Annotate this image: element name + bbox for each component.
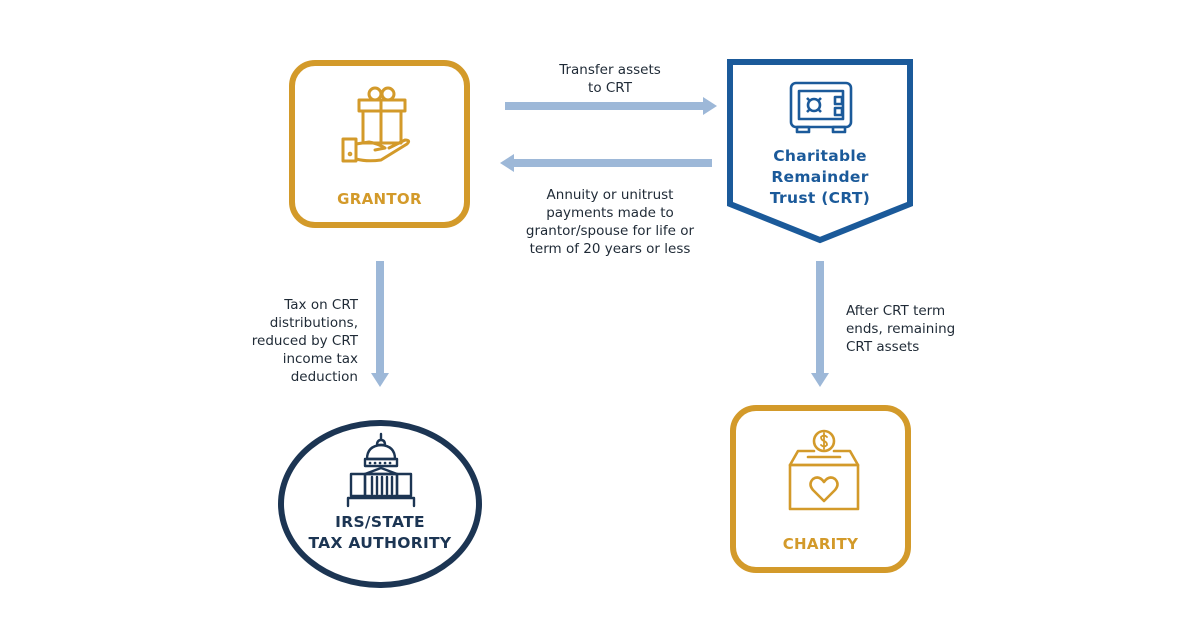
annuity-arrow <box>500 154 712 172</box>
tax-text-line: reduced by CRT <box>251 333 358 349</box>
tax-text-line: distributions, <box>269 315 358 331</box>
transfer-text-line: to CRT <box>588 80 632 96</box>
gift-in-hand-icon <box>337 82 427 176</box>
annuity-text-line: Annuity or unitrust <box>546 187 674 203</box>
tax-text-line: Tax on CRT <box>284 297 358 313</box>
after-text-line: ends, remaining <box>846 321 956 337</box>
capitol-building-icon <box>346 432 416 512</box>
irs-label: IRS/STATE TAX AUTHORITY <box>284 512 476 554</box>
crt-node: Charitable Remainder Trust (CRT) <box>725 58 915 246</box>
grantor-node: GRANTOR <box>289 60 470 228</box>
transfer-text: Transfer assets to CRT <box>520 61 700 97</box>
transfer-text-line: Transfer assets <box>559 62 661 78</box>
crt-label-line: Charitable <box>773 147 867 165</box>
tax-text-line: income tax <box>282 351 358 367</box>
annuity-text: Annuity or unitrust payments made to gra… <box>500 186 720 258</box>
safe-icon <box>788 80 854 140</box>
after-text: After CRT term ends, remaining CRT asset… <box>846 302 1006 356</box>
after-text-line: CRT assets <box>846 339 920 355</box>
after-text-line: After CRT term <box>846 303 946 319</box>
tax-text-line: deduction <box>290 369 358 385</box>
annuity-text-line: grantor/spouse for life or <box>525 223 695 239</box>
crt-label: Charitable Remainder Trust (CRT) <box>725 146 915 209</box>
irs-node: IRS/STATE TAX AUTHORITY <box>278 420 482 588</box>
tax-arrow <box>371 261 389 387</box>
charity-node: CHARITY <box>730 405 911 573</box>
irs-label-line: TAX AUTHORITY <box>308 534 452 552</box>
grantor-label: GRANTOR <box>337 190 422 208</box>
crt-label-line: Trust (CRT) <box>769 189 871 207</box>
after-arrow <box>811 261 829 387</box>
irs-label-line: IRS/STATE <box>335 513 425 531</box>
tax-text: Tax on CRT distributions, reduced by CRT… <box>200 296 358 386</box>
donation-box-icon <box>786 429 862 517</box>
crt-label-line: Remainder <box>771 168 869 186</box>
annuity-text-line: payments made to <box>546 205 674 221</box>
annuity-text-line: term of 20 years or less <box>529 241 691 257</box>
crt-shield-outline <box>727 59 913 244</box>
transfer-arrow <box>505 97 717 115</box>
charity-label: CHARITY <box>782 535 859 553</box>
